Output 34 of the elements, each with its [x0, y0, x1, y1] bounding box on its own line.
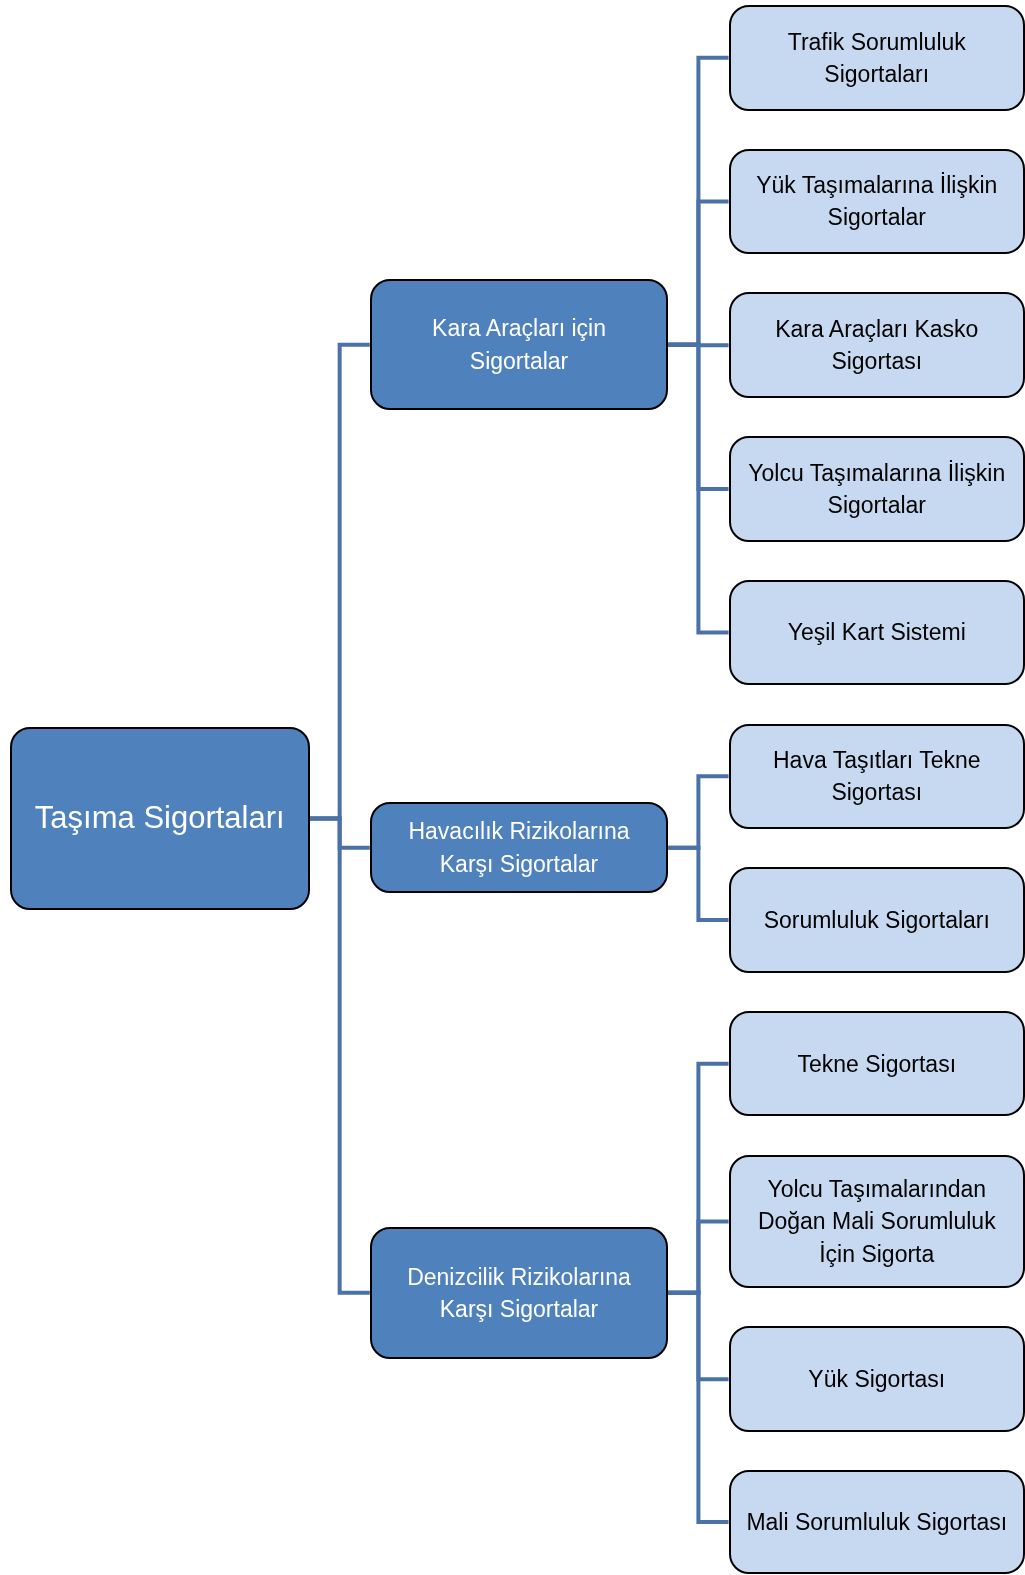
category-box [728, 1470, 1025, 1574]
category-label: Yeşil Kart Sistemi [787, 618, 966, 648]
category-label: Kara Araçları için Sigortalar [431, 314, 607, 376]
category-box [369, 1227, 669, 1359]
category-label: Yolcu Taşımalarına İlişkin Sigortalar [747, 458, 1007, 520]
category-label: Yük Sigortası [808, 1365, 946, 1395]
category-label: Taşıma Sigortaları [34, 800, 285, 837]
category-label: Hava Taşıtları Tekne Sigortası [772, 746, 982, 808]
category-box [728, 436, 1025, 542]
category-label: Yük Taşımalarına İlişkin Sigortalar [755, 171, 999, 233]
category-box [369, 279, 669, 410]
category-box [728, 579, 1025, 686]
category-label: Trafik Sorumluluk Sigortaları [786, 27, 967, 89]
connector-line [668, 1290, 729, 1524]
category-box [728, 1326, 1025, 1432]
category-label: Havacılık Rizikolarına Karşı Sigortalar [407, 817, 631, 879]
category-label: Denizcilik Rizikolarına Karşı Sigortalar [406, 1262, 632, 1324]
category-label: Tekne Sigortası [797, 1049, 957, 1079]
category-label: Sorumluluk Sigortaları [763, 905, 990, 935]
category-box [728, 1154, 1025, 1289]
category-label: Kara Araçları Kasko Sigortası [774, 315, 980, 377]
category-box [728, 867, 1025, 973]
category-box [728, 723, 1025, 829]
category-box [728, 1010, 1025, 1117]
category-box [728, 292, 1025, 398]
category-box [728, 148, 1025, 255]
category-box [10, 726, 310, 911]
category-box [728, 5, 1025, 111]
connector-line [668, 342, 729, 635]
connector-line [309, 816, 370, 1295]
connector-line [668, 845, 729, 922]
category-label: Mali Sorumluluk Sigortası [746, 1507, 1008, 1537]
category-label: Yolcu Taşımalarından Doğan Mali Sorumluluk İçin Sigorta [756, 1175, 997, 1269]
category-box [369, 801, 669, 894]
